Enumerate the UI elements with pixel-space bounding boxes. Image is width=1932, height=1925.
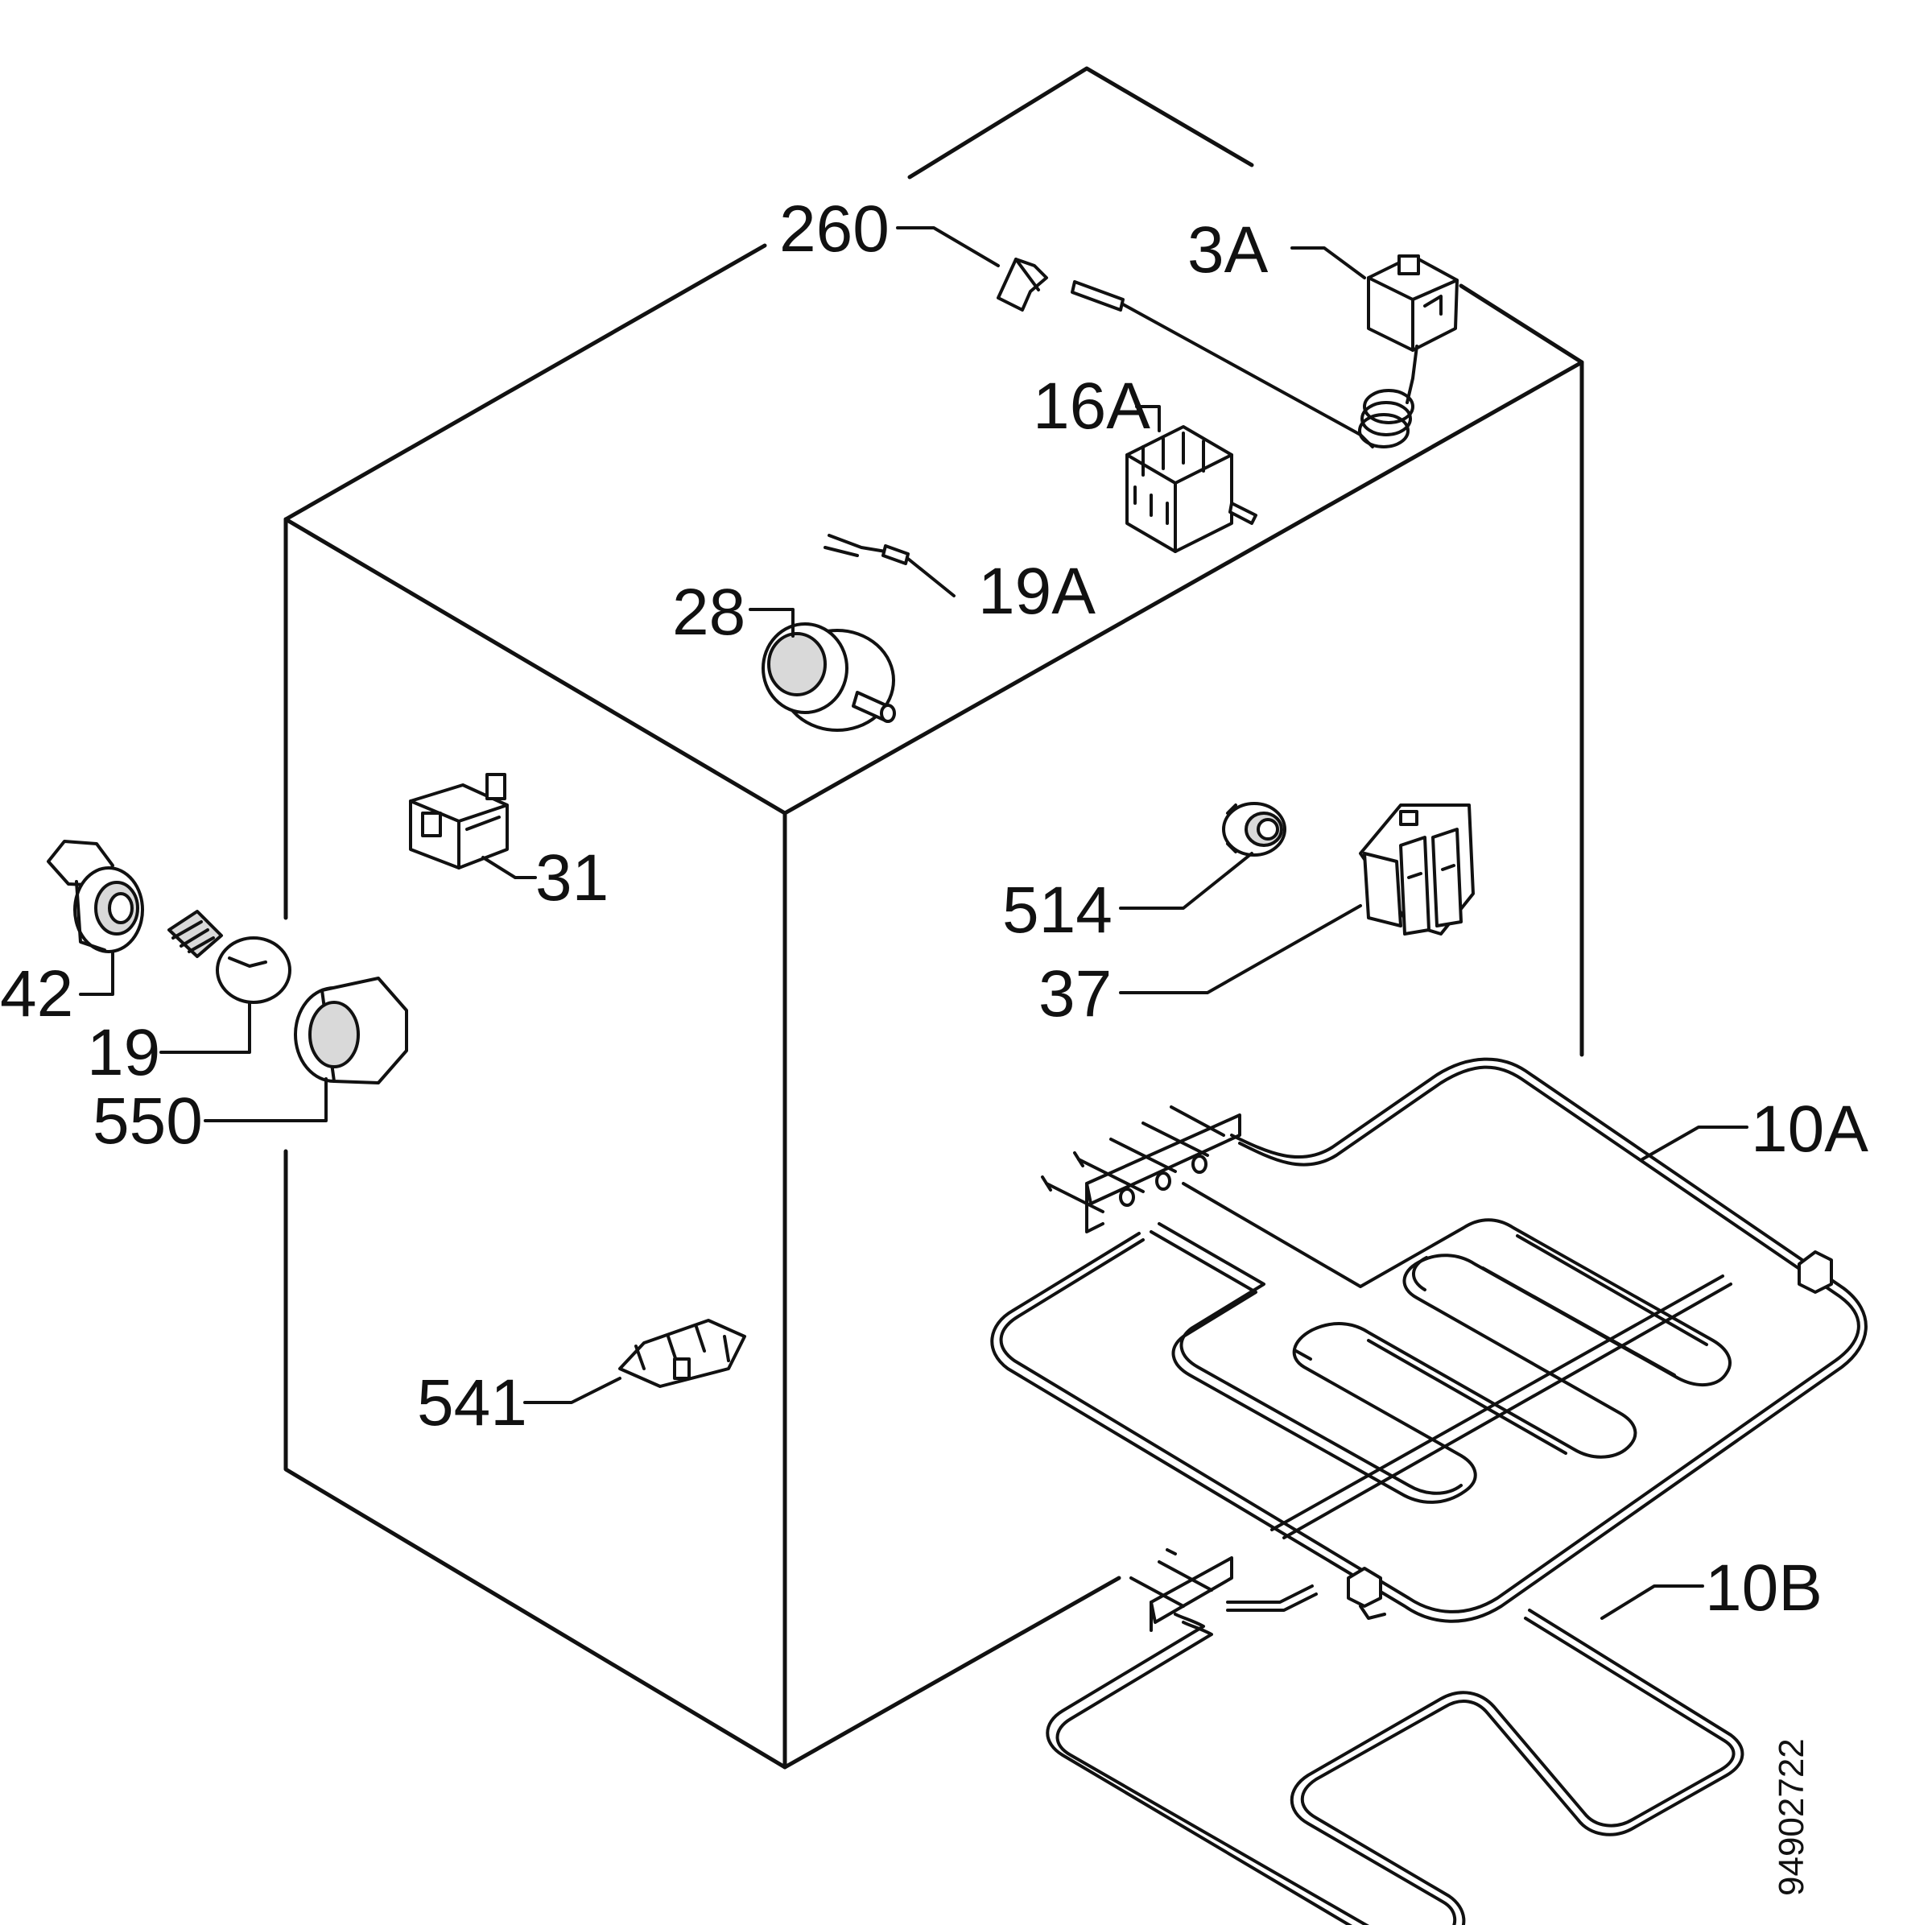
label-37: 37 [1038, 957, 1112, 1031]
label-260: 260 [779, 192, 890, 266]
part-16A-selector-switch [1125, 425, 1257, 553]
label-19: 19 [87, 1016, 160, 1089]
label-3A: 3A [1187, 213, 1269, 287]
label-541: 541 [417, 1366, 527, 1440]
label-550: 550 [93, 1084, 203, 1158]
leader-550 [204, 1077, 328, 1122]
part-42-lamp-holder [47, 840, 144, 953]
leader-19 [159, 1001, 251, 1054]
label-514: 514 [1002, 874, 1113, 947]
part-550-lamp-cover [294, 977, 408, 1084]
part-28-rotary-switch [762, 622, 896, 732]
part-37-terminal-block [1359, 803, 1475, 936]
label-10B: 10B [1705, 1551, 1823, 1625]
part-514-grommet [1222, 802, 1286, 857]
leader-31 [481, 856, 537, 879]
leader-260 [896, 226, 1000, 267]
part-3A-thermostat [1358, 254, 1459, 448]
part-541-connector [618, 1319, 746, 1388]
part-10A-grill-element [990, 1057, 1868, 1623]
drawing-code: 94902722 [1772, 1738, 1811, 1896]
label-42: 42 [0, 957, 73, 1031]
leader-16A [1135, 405, 1161, 432]
cabinet-outline [283, 66, 1584, 1770]
label-10A: 10A [1751, 1093, 1868, 1166]
part-19-lamp-bulb [167, 910, 291, 1004]
label-16A: 16A [1033, 370, 1150, 443]
leader-37 [1119, 904, 1362, 994]
part-31-relay [409, 773, 509, 870]
leader-514 [1119, 852, 1253, 910]
leader-10B [1600, 1584, 1704, 1620]
label-28: 28 [672, 576, 745, 649]
part-10B-bottom-element [1046, 1548, 1744, 1925]
leader-42 [79, 950, 114, 996]
leader-28 [749, 608, 795, 638]
leader-541 [523, 1377, 621, 1404]
label-31: 31 [535, 841, 609, 915]
part-19A-indicator [824, 534, 956, 597]
label-19A: 19A [978, 555, 1096, 628]
leader-10A [1641, 1126, 1748, 1161]
leader-3A [1290, 246, 1366, 279]
